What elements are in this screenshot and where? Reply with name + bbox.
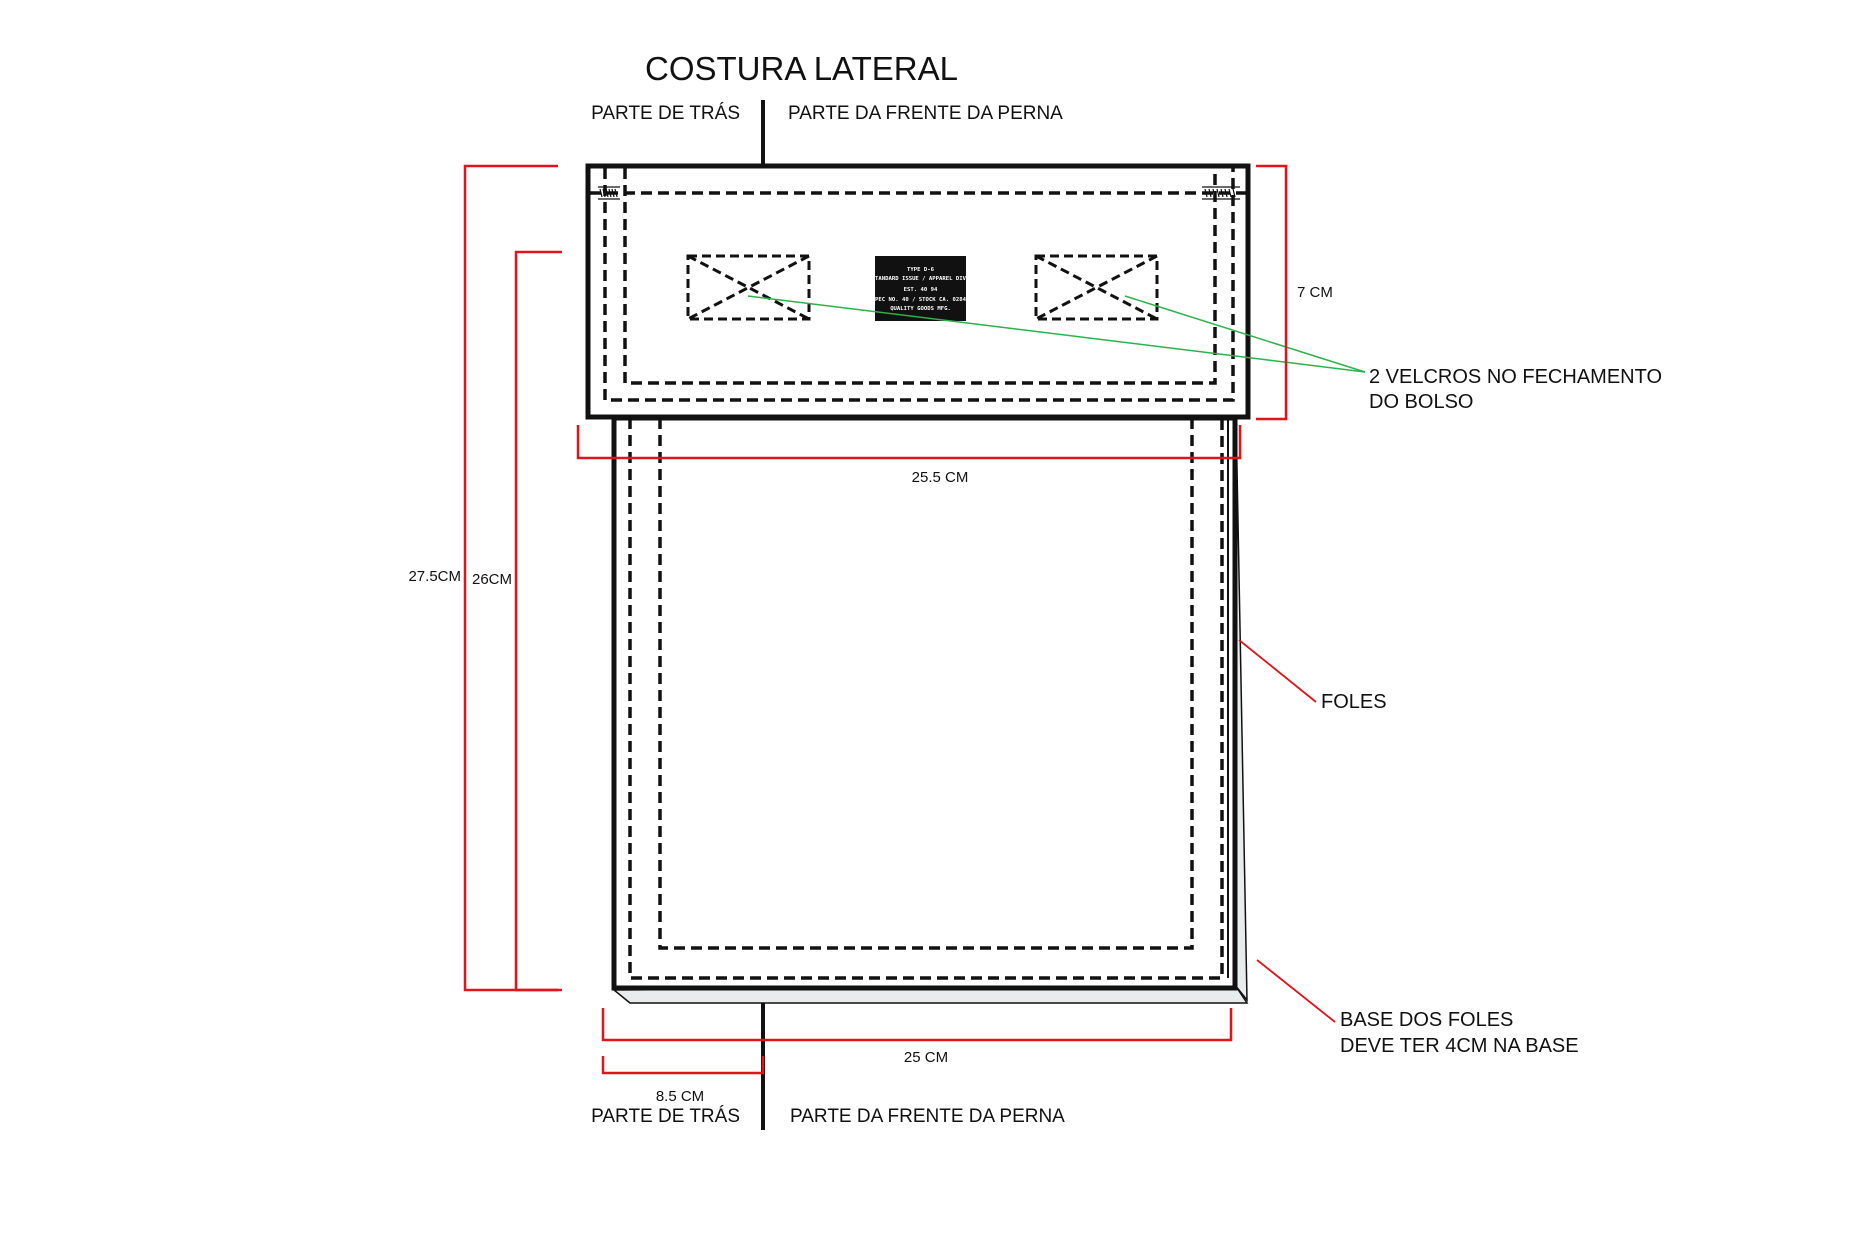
dim-flap-width <box>576 425 1242 460</box>
velcro-right <box>1034 254 1159 321</box>
dim-back-width <box>601 1056 765 1075</box>
flap-topstitch-outer <box>603 168 1235 402</box>
base-callout-line2: DEVE TER 4CM NA BASE <box>1340 1035 1579 1057</box>
pocket-body <box>611 415 1238 991</box>
velcro-leader-lines <box>747 295 1366 373</box>
svg-text:EST. 40 94: EST. 40 94 <box>904 287 938 293</box>
foles-leader-line <box>1238 639 1317 703</box>
bottom-front-label: PARTE DA FRENTE DA PERNA <box>790 1106 1065 1127</box>
svg-text:TYPE D-6: TYPE D-6 <box>907 267 935 273</box>
dim-total-height-label: 27.5CM <box>408 568 461 585</box>
brand-label-tag: TYPE D-6 STANDARD ISSUE / APPAREL DIV. E… <box>872 256 970 321</box>
flap-topstitch-inner <box>623 168 1217 385</box>
top-front-label: PARTE DA FRENTE DA PERNA <box>788 103 1063 124</box>
svg-text:SPEC NO. 40 / STOCK CA. 02849: SPEC NO. 40 / STOCK CA. 02849 <box>872 297 970 303</box>
svg-text:QUALITY GOODS MFG.: QUALITY GOODS MFG. <box>890 306 951 312</box>
dim-back-width-label: 8.5 CM <box>656 1088 704 1105</box>
velcro-left <box>686 254 811 321</box>
top-back-label: PARTE DE TRÁS <box>591 103 740 124</box>
dim-flap-height <box>1256 164 1288 421</box>
dim-total-height <box>463 164 558 992</box>
dim-base-width <box>601 1008 1233 1042</box>
dim-base-width-label: 25 CM <box>904 1049 948 1066</box>
bartack-left <box>598 186 620 200</box>
pocket-topstitch-outer <box>628 418 1224 980</box>
svg-text:STANDARD ISSUE / APPAREL DIV.: STANDARD ISSUE / APPAREL DIV. <box>872 276 970 282</box>
bottom-back-label: PARTE DE TRÁS <box>591 1106 740 1127</box>
base-leader-line <box>1256 959 1336 1023</box>
velcro-callout-line2: DO BOLSO <box>1369 391 1473 413</box>
dim-flap-height-label: 7 CM <box>1297 284 1333 301</box>
foles-callout: FOLES <box>1321 691 1387 713</box>
base-callout-line1: BASE DOS FOLES <box>1340 1009 1513 1031</box>
dim-pocket-height-label: 26CM <box>472 571 512 588</box>
bartack-right <box>1202 186 1240 200</box>
velcro-callout-line1: 2 VELCROS NO FECHAMENTO <box>1369 366 1662 388</box>
pocket-topstitch-inner <box>658 418 1194 950</box>
dim-flap-width-label: 25.5 CM <box>912 469 969 486</box>
diagram-title: COSTURA LATERAL <box>645 50 958 87</box>
dim-pocket-height <box>514 250 562 992</box>
